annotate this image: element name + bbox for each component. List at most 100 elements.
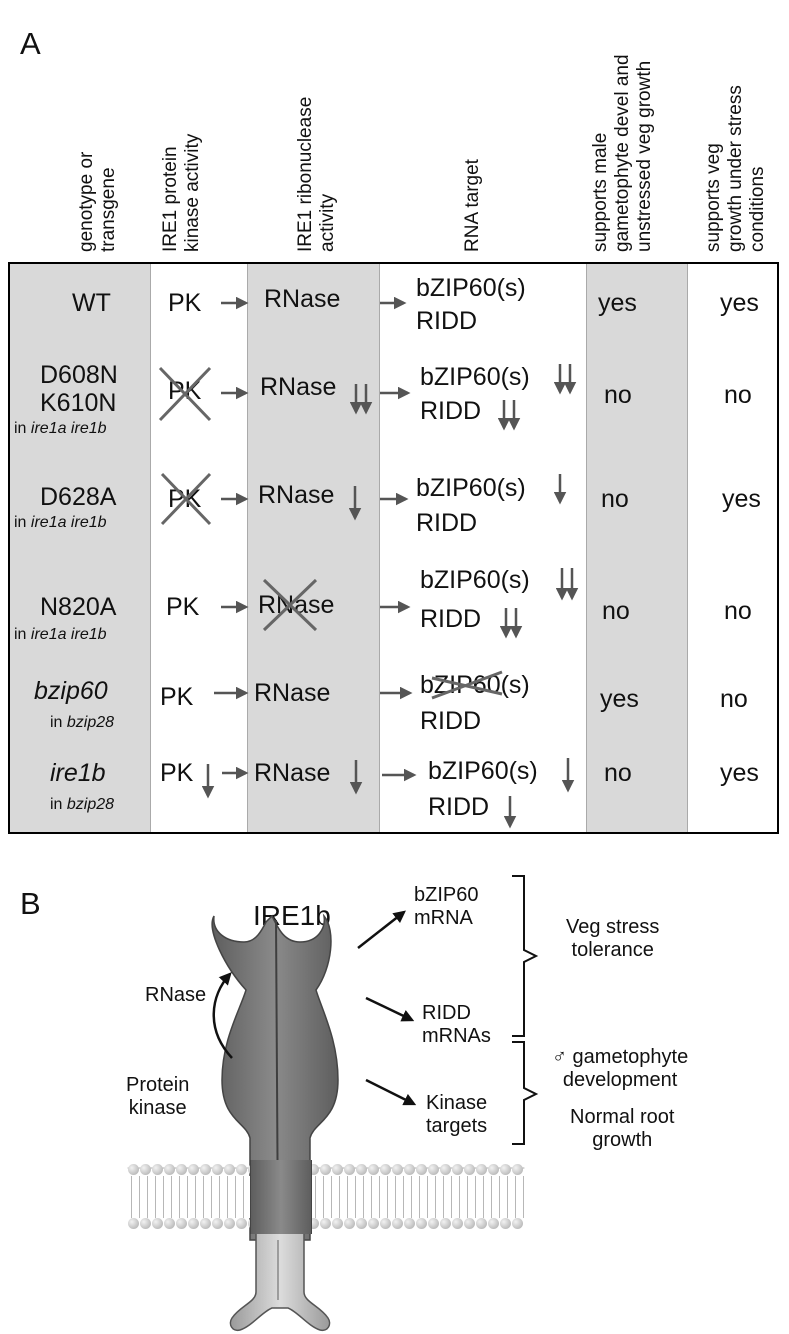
row1-pk: PK [168,289,202,317]
gametophyte-line1: ♂ gametophyte [552,1046,689,1068]
lipid-head-icon [476,1218,487,1229]
lipid-head-icon [212,1164,223,1175]
lipid-tails [128,1176,524,1218]
row2-in-prefix: in [14,420,31,437]
rnase-domain-label: RNase [145,984,207,1006]
bzip60-mrna-label: bZIP60 mRNA [414,884,478,930]
lipid-head-icon [200,1218,211,1229]
lipid-head-icon [476,1164,487,1175]
gametophyte-label: ♂ gametophyte development [552,1046,688,1092]
row2-pk-cross [158,366,212,422]
arrow-to-ridd [365,996,415,1022]
arrow-to-bzip60 [357,910,406,949]
row5-stress: no [720,685,748,713]
protein-kinase-label: Protein kinase [126,1074,189,1120]
lipid-head-icon [428,1218,439,1229]
lipid-head-icon [320,1164,331,1175]
row6-in-prefix: in [50,796,67,813]
ridd-line1: RIDD [422,1002,471,1024]
root-growth-label: Normal root growth [570,1106,674,1152]
row3-pk-cross [160,472,212,526]
lipid-head-icon [512,1164,523,1175]
lipid-head-icon [164,1164,175,1175]
row1-stress: yes [720,289,759,317]
lipid-head-icon [140,1218,151,1229]
row4-rnase: RNase [258,591,335,619]
lipid-head-icon [236,1164,247,1175]
row1-target1: bZIP60(s) [416,274,526,302]
kinase-targets-line2: targets [426,1115,488,1137]
row1-target2: RIDD [416,307,478,335]
veg-stress-label: Veg stress tolerance [566,916,659,962]
lipid-head-icon [224,1218,235,1229]
lipid-head-icon [200,1164,211,1175]
ridd-mrnas-label: RIDD mRNAs [422,1002,491,1048]
row2-genotype: D608N [40,361,118,389]
row3-target2: RIDD [416,509,478,537]
lipid-head-icon [128,1164,139,1175]
row4-target1: bZIP60(s) [420,566,530,594]
panel-a-label: A [20,26,41,61]
lipid-head-icon [416,1164,427,1175]
row3-background: in ire1a ire1b [14,508,107,538]
lipid-head-icon [140,1164,151,1175]
row4-rnase-cross [262,578,318,632]
lipid-head-icon [332,1218,343,1229]
bzip60-line2: mRNA [414,907,473,929]
lipid-head-icon [344,1218,355,1229]
row4-in-prefix: in [14,626,31,643]
male-column-shade [586,264,688,832]
row6-background: in bzip28 [50,790,114,820]
lipid-head-icon [128,1218,139,1229]
lipid-head-icon [488,1218,499,1229]
row3-background-name: ire1a ire1b [30,514,107,531]
lipid-head-icon [188,1218,199,1229]
root-line2: growth [592,1129,653,1151]
row5-background-name: bzip28 [66,714,115,731]
kinase-to-rnase-arrow [212,972,233,1059]
lipid-head-icon [212,1218,223,1229]
root-line1: Normal root [570,1106,675,1128]
row6-background-name: bzip28 [66,796,115,813]
lipid-head-icon [488,1164,499,1175]
row5-rnase: RNase [254,679,331,707]
lipid-head-icon [236,1218,247,1229]
row1-rnase: RNase [264,285,341,313]
transmembrane-tail-icon [229,1229,331,1332]
lipid-head-icon [512,1218,523,1229]
lipid-head-icon [320,1218,331,1229]
row6-stress: yes [720,759,759,787]
lipid-head-icon [176,1164,187,1175]
genotype-column-shade [10,264,151,832]
row2-target1: bZIP60(s) [420,363,530,391]
row3-rnase: RNase [258,481,335,509]
lipid-head-icon [368,1164,379,1175]
lipid-head-icon [176,1218,187,1229]
row5-genotype: bzip60 [34,677,108,705]
row5-bzip-cross [431,670,503,700]
arrow-to-kinase-targets [365,1078,417,1106]
row6-male: no [604,759,632,787]
protein-transmembrane-segment [250,1160,312,1234]
veg-stress-line1: Veg stress [566,916,660,938]
row5-in-prefix: in [50,714,67,731]
row6-target1: bZIP60(s) [428,757,538,785]
lipid-head-icon [332,1164,343,1175]
row5-target2: RIDD [420,707,482,735]
lipid-head-icon [416,1218,427,1229]
lipid-head-icon [356,1218,367,1229]
row1-male: yes [598,289,637,317]
row3-stress: yes [722,485,761,513]
row6-rnase: RNase [254,759,331,787]
lipid-head-icon [380,1164,391,1175]
row5-male: yes [600,685,639,713]
lipid-head-icon [344,1164,355,1175]
row2-background-name: ire1a ire1b [30,420,107,437]
lipid-bottom-heads [128,1218,524,1230]
panel-b-label: B [20,886,41,921]
bzip60-line1: bZIP60 [414,884,479,906]
gametophyte-bracket [512,1041,539,1145]
lipid-head-icon [188,1164,199,1175]
